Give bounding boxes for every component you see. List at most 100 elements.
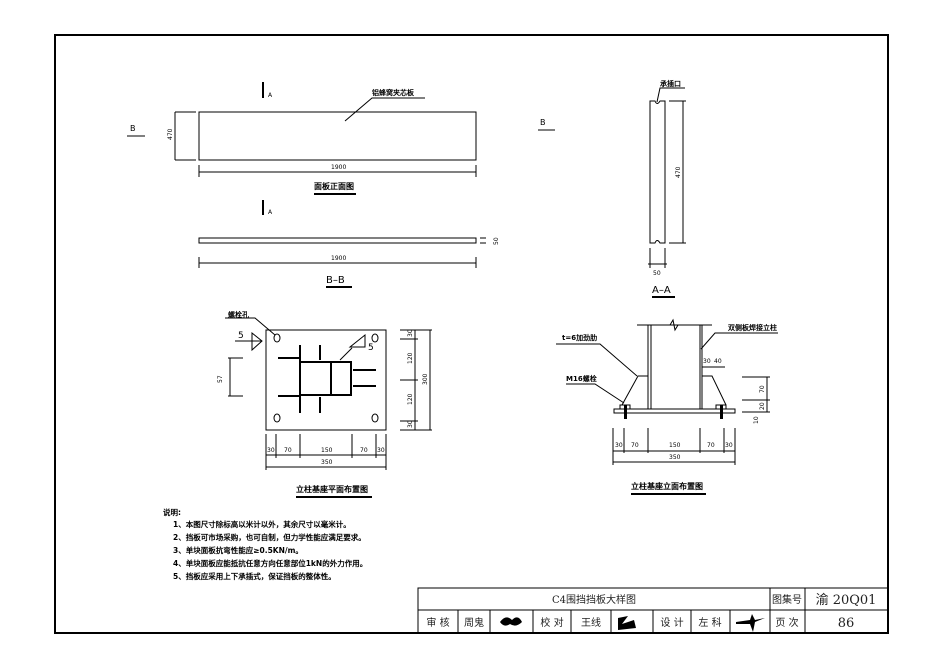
dimension-label: 70: [284, 447, 292, 454]
dim-height: 470: [167, 128, 174, 140]
dim-thickness: 50: [493, 237, 500, 245]
drawing-line: [624, 405, 627, 419]
dimension-label: 70: [759, 385, 766, 393]
drawing-line: [371, 413, 379, 423]
reviewer-name: 周鬼: [464, 616, 484, 629]
section-bb: 50 1900 B–B: [198, 237, 500, 288]
material-label: 铝蜂窝夹芯板: [372, 88, 415, 97]
socket-label: 承插口: [660, 79, 681, 88]
drawing-line: [339, 347, 353, 361]
front-view-title: 面板正面图: [314, 181, 354, 191]
note-item: 1、本图尺寸除标高以米计以外，其余尺寸以毫米计。: [173, 519, 351, 529]
drawing-line: [720, 405, 723, 419]
section-mark-b: B: [130, 124, 136, 133]
section-mark-a-lower: A: [268, 209, 273, 216]
dimension-label: 40: [714, 358, 722, 365]
dimension-label: 120: [407, 352, 414, 364]
section-mark-b: B: [540, 118, 546, 127]
section-aa: B 承插口 470 50 A–A: [538, 79, 686, 298]
dimension-label: 页 次: [775, 616, 798, 629]
dimension-label: 设 计: [660, 616, 683, 629]
dimension-label: 20: [759, 402, 766, 410]
drawing-line: [301, 361, 332, 396]
drawing-line: [566, 383, 625, 404]
dimension-label: 150: [669, 442, 681, 449]
drawing-line: [621, 375, 648, 406]
atlas-number: 渝 20Q01: [816, 592, 877, 608]
designer-name: 左 科: [698, 616, 721, 629]
bolt-label: M16螺栓: [566, 374, 597, 383]
drawing-line: [556, 343, 638, 377]
section-bb-title: B–B: [326, 275, 345, 286]
note-item: 2、挡板可市场采购，也可自制，但力学性能应满足要求。: [173, 532, 366, 542]
plan-right-dims: 30 120 120 30 300: [400, 329, 432, 431]
dimension-label: 10: [753, 416, 760, 424]
notes-heading: 说明:: [163, 507, 181, 517]
dimension-label: 30: [615, 442, 623, 449]
panel-front-view: A B 470 1900 铝蜂窝夹芯板 面板正面图 A: [127, 82, 477, 216]
base-elevation-title: 立柱基座立面布置图: [631, 481, 703, 491]
page-number: 86: [838, 616, 855, 631]
checker-name: 王线: [581, 616, 601, 629]
drawing-line: [344, 97, 425, 122]
dimension-label: 70: [360, 447, 368, 454]
dim-total: 350: [321, 459, 333, 466]
dimension-label: 30: [407, 329, 414, 337]
drawing-line: [330, 361, 352, 396]
note-item: 4、单块面板应能抵抗任意方向任意部位1kN的外力作用。: [173, 558, 367, 568]
dimension-label: 审 核: [426, 616, 449, 629]
drawing-line: [700, 332, 778, 350]
dim-length: 1900: [331, 164, 346, 171]
bolt-hole-label: 螺栓孔: [228, 310, 249, 319]
section-mark-a: A: [268, 92, 273, 99]
base-elevation-view: 双侧板焊接立柱 t=6加劲肋 M16螺栓 30 40 70 20 10 30 7…: [556, 318, 778, 495]
base-plate: [265, 329, 387, 431]
sheet-border: [54, 34, 889, 634]
base-plan-view: 螺栓孔 5 5 57 30 70 150 70 30 350: [217, 310, 432, 498]
drawing-line: [198, 237, 477, 244]
drawing-line: [669, 318, 679, 332]
dim-total: 350: [669, 454, 681, 461]
drawing-line: [702, 375, 727, 406]
drawing-line: [225, 317, 276, 336]
dimension-label: 30: [725, 442, 733, 449]
title-block: C4围挡挡板大样图 图集号 渝 20Q01 审 核 周鬼 校 对 王线 设 计 …: [417, 587, 889, 634]
drawing-line: [371, 333, 379, 343]
checker-signature: [618, 616, 636, 630]
panel-outline: [198, 111, 477, 161]
atlas-label: 图集号: [772, 593, 802, 606]
drawing-line: [649, 100, 666, 244]
weld-size-left: 5: [238, 331, 244, 341]
rib-label: t=6加劲肋: [562, 333, 597, 342]
dim-57: 57: [217, 375, 224, 383]
dimension-label: 30: [377, 447, 385, 454]
designer-signature: [736, 614, 765, 632]
drawing-line: [273, 333, 281, 343]
plan-bottom-dims: 30 70 150 70 30 350: [265, 434, 387, 470]
dimension-label: 120: [407, 393, 414, 405]
reviewer-signature: [500, 617, 522, 626]
notes: 说明: 1、本图尺寸除标高以米计以外，其余尺寸以毫米计。 2、挡板可市场采购，也…: [163, 507, 367, 581]
dim-width: 50: [653, 270, 661, 277]
dimension-label: 70: [707, 442, 715, 449]
dimension-label: 30: [703, 358, 711, 365]
section-aa-title: A–A: [652, 285, 671, 296]
drawing-line: [348, 333, 366, 348]
drawing-title: C4围挡挡板大样图: [552, 593, 636, 606]
column-label: 双侧板焊接立柱: [728, 323, 777, 332]
dim-height: 300: [422, 373, 429, 385]
dimension-label: 70: [631, 442, 639, 449]
elevation-bottom-dims: 30 70 150 70 30 350: [612, 428, 736, 465]
drawing-line: [656, 87, 685, 103]
dimension-label: 150: [321, 447, 333, 454]
note-item: 3、单块面板抗弯性能应≥0.5KN/m。: [173, 545, 303, 555]
dimension-label: 30: [267, 447, 275, 454]
base-plate: [613, 408, 736, 414]
dimension-label: 校 对: [540, 616, 563, 629]
note-item: 5、挡板应采用上下承插式，保证挡板的整体性。: [173, 571, 336, 581]
base-plan-title: 立柱基座平面布置图: [296, 484, 368, 494]
dim-height: 470: [675, 166, 682, 178]
weld-size-right: 5: [368, 343, 374, 353]
drawing-line: [273, 413, 281, 423]
